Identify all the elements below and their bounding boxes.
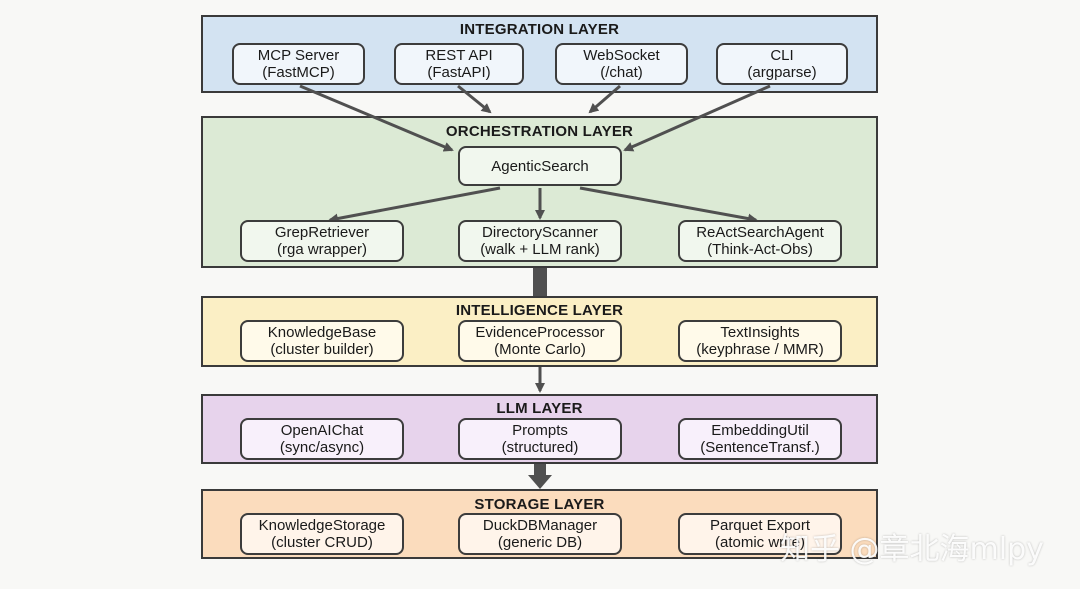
node-mcp-server: MCP Server (FastMCP) [232,43,365,85]
node-reactsearchagent: ReActSearchAgent (Think-Act-Obs) [678,220,842,262]
node-duckdbmanager-name: DuckDBManager [482,517,598,534]
node-evidenceprocessor: EvidenceProcessor (Monte Carlo) [458,320,622,362]
node-directoryscanner-detail: (walk + LLM rank) [480,241,600,258]
connector-llm-storage [534,464,546,476]
node-embeddingutil-detail: (SentenceTransf.) [700,439,820,456]
node-agenticsearch-name: AgenticSearch [491,157,589,175]
node-cli: CLI (argparse) [716,43,848,85]
connector-orchestration-intelligence [533,268,547,296]
node-mcp-server-name: MCP Server [257,47,340,64]
node-parquet-export-detail: (atomic write) [714,534,805,551]
node-grepretriever-detail: (rga wrapper) [276,241,368,258]
node-websocket-name: WebSocket [583,47,660,64]
node-prompts-detail: (structured) [501,439,579,456]
node-reactsearchagent-name: ReActSearchAgent [696,224,824,241]
node-openaichat: OpenAIChat (sync/async) [240,418,404,460]
node-websocket: WebSocket (/chat) [555,43,688,85]
node-directoryscanner-name: DirectoryScanner [482,224,598,241]
arrow-llm-to-storage-head [528,475,552,489]
integration-layer-title: INTEGRATION LAYER [459,21,620,38]
node-parquet-export: Parquet Export (atomic write) [678,513,842,555]
node-knowledgestorage-detail: (cluster CRUD) [271,534,373,551]
node-prompts-name: Prompts [512,422,568,439]
watermark: 知乎 @章北海mlpy [780,532,1044,567]
node-reactsearchagent-detail: (Think-Act-Obs) [707,241,813,258]
node-openaichat-name: OpenAIChat [280,422,364,439]
node-cli-detail: (argparse) [747,64,817,81]
node-evidenceprocessor-detail: (Monte Carlo) [494,341,586,358]
node-knowledgebase-name: KnowledgeBase [267,324,377,341]
node-agenticsearch: AgenticSearch [458,146,622,186]
node-parquet-export-name: Parquet Export [709,517,811,534]
orchestration-layer-title: ORCHESTRATION LAYER [445,123,634,140]
node-grepretriever-name: GrepRetriever [274,224,370,241]
node-mcp-server-detail: (FastMCP) [262,64,335,81]
node-knowledgebase-detail: (cluster builder) [270,341,374,358]
node-websocket-detail: (/chat) [600,64,643,81]
node-knowledgestorage-name: KnowledgeStorage [258,517,386,534]
intelligence-layer-title: INTELLIGENCE LAYER [455,302,624,319]
node-duckdbmanager: DuckDBManager (generic DB) [458,513,622,555]
storage-layer-title: STORAGE LAYER [474,496,605,513]
node-grepretriever: GrepRetriever (rga wrapper) [240,220,404,262]
node-openaichat-detail: (sync/async) [279,439,365,456]
node-prompts: Prompts (structured) [458,418,622,460]
node-knowledgebase: KnowledgeBase (cluster builder) [240,320,404,362]
node-duckdbmanager-detail: (generic DB) [497,534,583,551]
llm-layer-title: LLM LAYER [496,400,583,417]
node-evidenceprocessor-name: EvidenceProcessor [475,324,605,341]
node-knowledgestorage: KnowledgeStorage (cluster CRUD) [240,513,404,555]
node-textinsights-name: TextInsights [720,324,800,341]
node-embeddingutil-name: EmbeddingUtil [711,422,809,439]
node-textinsights-detail: (keyphrase / MMR) [696,341,824,358]
node-embeddingutil: EmbeddingUtil (SentenceTransf.) [678,418,842,460]
node-rest-api-detail: (FastAPI) [427,64,491,81]
node-cli-name: CLI [770,47,794,64]
node-rest-api: REST API (FastAPI) [394,43,524,85]
node-textinsights: TextInsights (keyphrase / MMR) [678,320,842,362]
node-rest-api-name: REST API [425,47,493,64]
node-directoryscanner: DirectoryScanner (walk + LLM rank) [458,220,622,262]
